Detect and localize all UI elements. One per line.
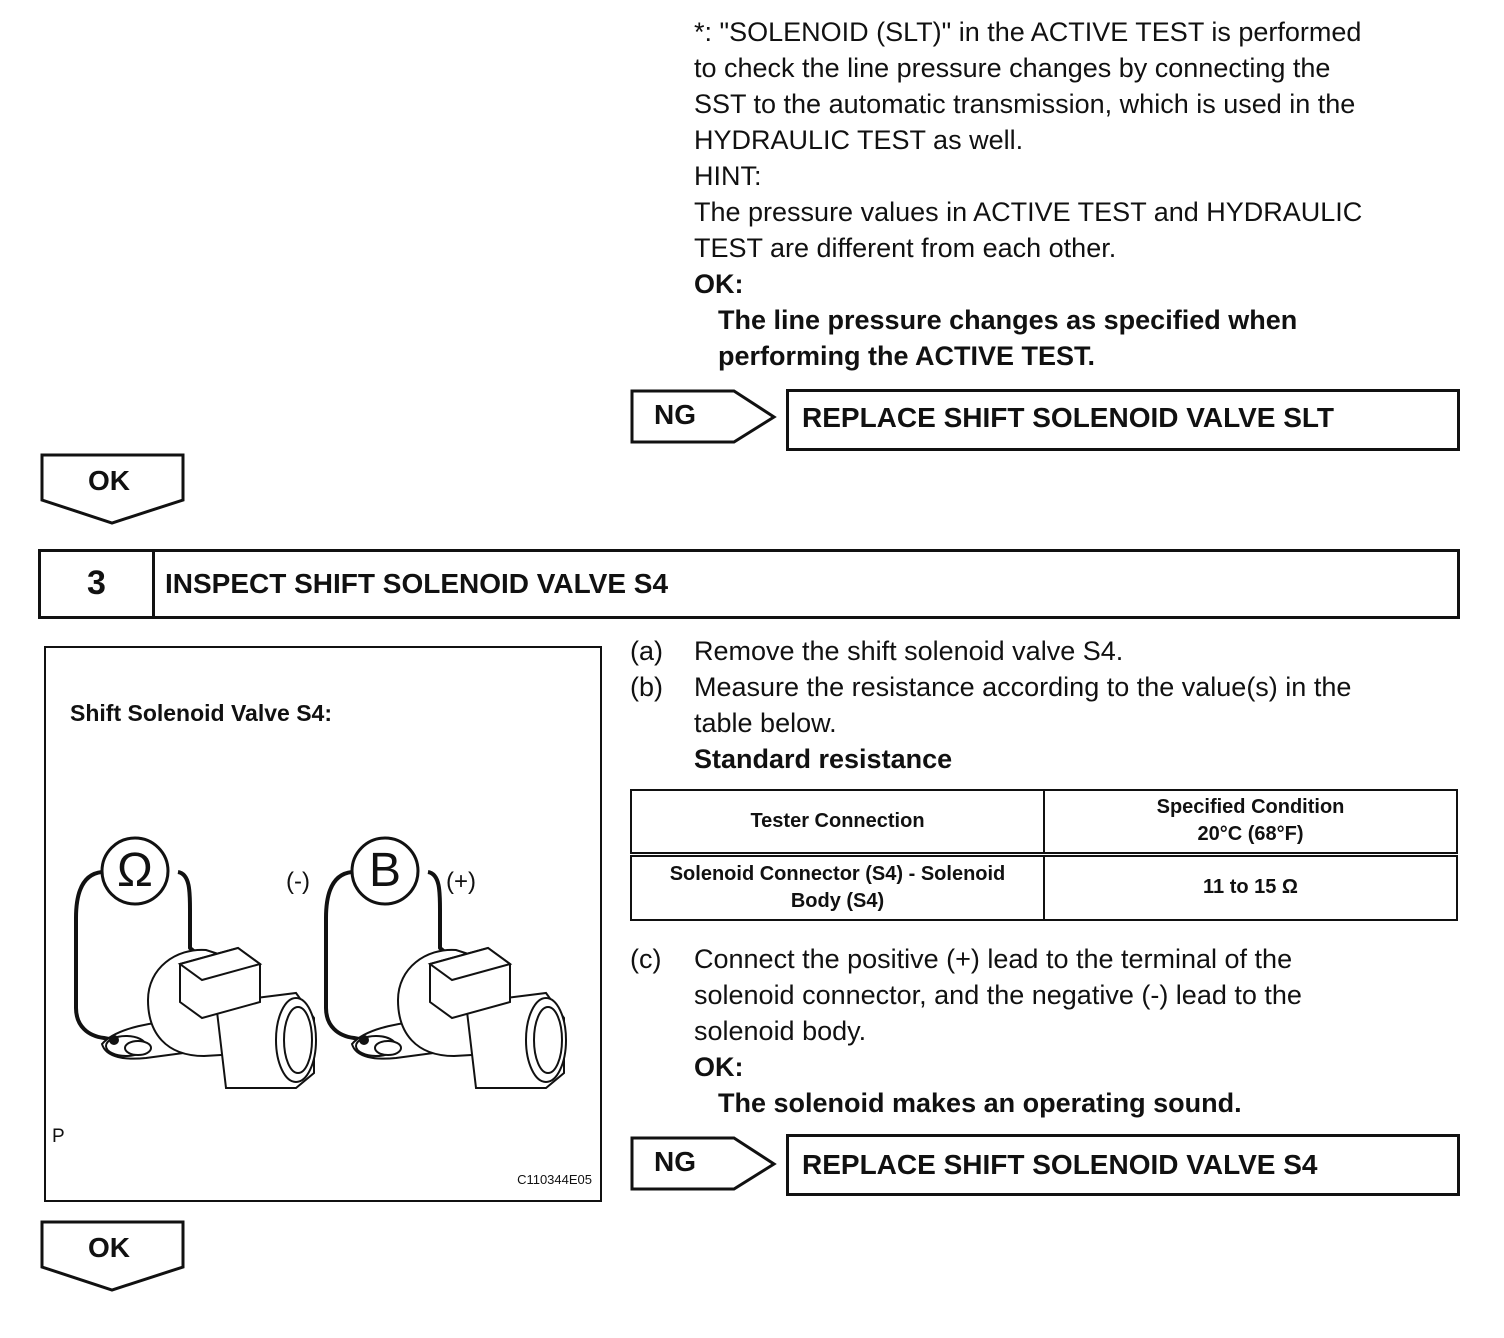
ok-arrow-label: OK [88,465,130,496]
ng-action-text: REPLACE SHIFT SOLENOID VALVE SLT [802,402,1335,433]
active-test-note: *: "SOLENOID (SLT)" in the ACTIVE TEST i… [694,14,1362,374]
instruction-c: (c) Connect the positive (+) lead to the… [630,941,1302,1121]
ohmmeter-circle [100,836,170,906]
ok-arrow-label: OK [88,1232,130,1263]
battery-circle [350,836,420,906]
ng-action-slt-box: REPLACE SHIFT SOLENOID VALVE SLT [786,389,1460,451]
solenoid-figure: Shift Solenoid Valve S4: [44,646,602,1202]
ohmmeter-wiring [74,870,198,1042]
step-b-marker: (b) [630,672,663,702]
ok-label: OK: [694,1052,744,1082]
ok-arrow-shape [40,453,185,525]
ok-arrow-1: OK [40,453,186,527]
ng-arrow-shape [630,1136,777,1191]
note-line: HYDRAULIC TEST as well. [694,125,1024,155]
solenoid-body-right [350,946,567,1089]
ok-label: OK: [694,269,744,299]
solenoid-body-left [100,946,317,1089]
header-tester-connection: Tester Connection [630,789,1045,855]
standard-resistance-label: Standard resistance [694,744,953,774]
header-specified-line1: Specified Condition [1156,796,1345,819]
step-c-line: solenoid body. [694,1016,867,1046]
negative-probe-left [109,1035,119,1045]
ok-result-line: performing the ACTIVE TEST. [718,341,1096,371]
plus-label: (+) [446,868,476,895]
resistance-table: Tester Connection Specified Condition 20… [630,789,1458,921]
header-specified-condition: Specified Condition 20°C (68°F) [1043,789,1458,855]
negative-probe-right [359,1035,369,1045]
battery-symbol: B [368,844,401,897]
step-number: 3 [87,564,106,602]
note-line: to check the line pressure changes by co… [694,53,1331,83]
step-title: INSPECT SHIFT SOLENOID VALVE S4 [165,568,669,599]
note-line: SST to the automatic transmission, which… [694,89,1356,119]
step-header: 3 INSPECT SHIFT SOLENOID VALVE S4 [38,549,1460,619]
ng-action-s4-box: REPLACE SHIFT SOLENOID VALVE S4 [786,1134,1460,1196]
hint-line: The pressure values in ACTIVE TEST and H… [694,197,1363,227]
ng-arrow-shape [630,389,777,444]
table-header-row: Tester Connection Specified Condition 20… [630,789,1458,855]
step-a-text: Remove the shift solenoid valve S4. [694,636,1124,666]
battery-wiring [324,870,448,1042]
step-b-line: table below. [694,708,837,738]
step-c-line: solenoid connector, and the negative (-)… [694,980,1302,1010]
solenoid-diagram [74,836,567,1089]
cell-connection-line2: Body (S4) [790,889,885,912]
table-row: Solenoid Connector (S4) - Solenoid Body … [630,851,1458,921]
step-number-cell: 3 [41,552,155,616]
instruction-b: (b) Measure the resistance according to … [630,669,1351,777]
step-c-line: Connect the positive (+) lead to the ter… [694,944,1293,974]
corner-mark: P [52,1126,65,1147]
hint-label: HINT: [694,161,762,191]
ng-arrow-s4: NG [630,1136,780,1192]
ok-arrow-shape [40,1220,185,1292]
cell-tester-connection: Solenoid Connector (S4) - Solenoid Body … [630,851,1045,921]
figure-code: C110344E05 [517,1172,592,1187]
step-c-marker: (c) [630,944,662,974]
cell-specified-condition: 11 to 15 Ω [1043,851,1458,921]
step-b-line: Measure the resistance according to the … [694,672,1352,702]
step-a-marker: (a) [630,636,663,666]
ng-action-text: REPLACE SHIFT SOLENOID VALVE S4 [802,1149,1318,1180]
ok-result-line: The line pressure changes as specified w… [718,305,1298,335]
header-specified-line2: 20°C (68°F) [1197,823,1304,846]
ok-arrow-2: OK [40,1220,186,1294]
note-line: *: "SOLENOID (SLT)" in the ACTIVE TEST i… [694,17,1362,47]
hint-line: TEST are different from each other. [694,233,1117,263]
ok-result: The solenoid makes an operating sound. [718,1088,1242,1118]
ng-arrow-slt: NG [630,389,780,445]
figure-title: Shift Solenoid Valve S4: [70,700,333,726]
ng-label: NG [654,399,696,430]
cell-connection-line1: Solenoid Connector (S4) - Solenoid [669,862,1006,885]
ohm-symbol: Ω [117,844,153,897]
instruction-a: (a) Remove the shift solenoid valve S4. [630,633,1123,669]
minus-label: (-) [286,868,310,895]
ng-label: NG [654,1146,696,1177]
